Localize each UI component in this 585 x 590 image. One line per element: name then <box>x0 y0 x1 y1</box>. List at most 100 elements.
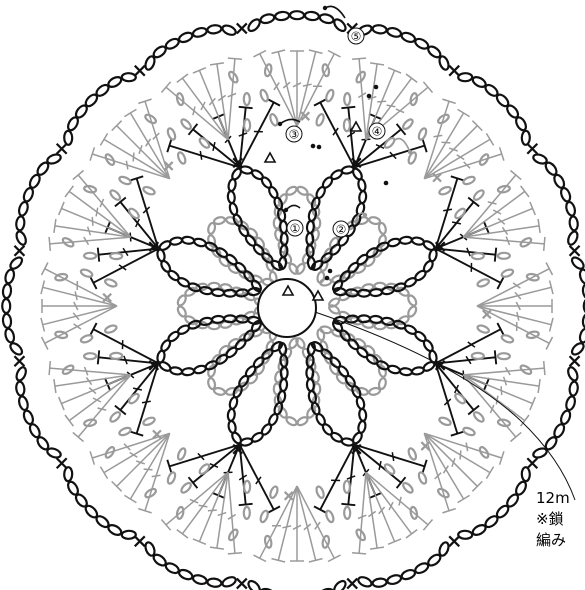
treble-cross <box>517 312 519 321</box>
treble-stem <box>436 363 458 433</box>
treble-top-bar <box>458 495 470 502</box>
arrow-head <box>408 150 412 154</box>
treble-cross <box>133 153 134 162</box>
treble-stem <box>297 54 334 126</box>
chain-stitch <box>472 253 484 259</box>
treble-top-bar <box>54 219 56 233</box>
treble-top-bar <box>538 219 540 233</box>
treble-top-bar <box>254 555 267 561</box>
chain-stitch <box>166 471 176 484</box>
single-crochet-x <box>570 356 580 366</box>
chain-stitch <box>472 353 484 359</box>
chain-stitch <box>229 202 239 215</box>
treble-cross <box>379 507 385 514</box>
chain-stitch <box>569 381 579 396</box>
chain-stitch <box>357 179 366 192</box>
chain-stitch <box>565 395 577 411</box>
chain-stitch <box>438 416 451 426</box>
chain-stitch <box>356 396 366 409</box>
chain-stitch <box>142 186 155 196</box>
treble-cross <box>303 84 312 86</box>
chain-stitch <box>458 73 472 81</box>
treble-top-bar <box>497 323 504 335</box>
chain-stitch <box>559 187 572 203</box>
treble-stem <box>354 445 424 467</box>
round-marker-5: ⑤ <box>351 30 362 44</box>
chain-stitch <box>118 426 131 436</box>
chain-stitch <box>522 467 530 481</box>
treble-stem <box>137 363 159 433</box>
arrow-head <box>363 213 367 217</box>
chain-stitch <box>227 191 235 204</box>
chain-stitch <box>176 305 187 318</box>
chain-stitch <box>344 481 350 493</box>
chain-stitch <box>372 578 387 588</box>
chain-stitch <box>305 11 320 20</box>
treble-cross <box>199 505 208 507</box>
chain-stitch <box>109 411 122 424</box>
chain-stitch <box>417 471 427 484</box>
treble-top-bar <box>486 133 493 145</box>
treble-cross <box>466 443 467 452</box>
chain-stitch <box>18 395 30 411</box>
chain-stitch <box>368 387 380 396</box>
chain-stitch <box>579 269 585 285</box>
treble-cross <box>379 461 381 470</box>
chain-stitch <box>228 179 237 192</box>
round-marker-4: ④ <box>372 125 383 139</box>
treble-top-bar <box>254 51 267 57</box>
treble-stem <box>260 54 297 126</box>
chain-stitch <box>280 221 288 233</box>
treble-cross <box>213 142 215 151</box>
note-line-1: 12m <box>536 489 570 507</box>
chain-stitch <box>438 186 451 196</box>
single-crochet-x <box>347 579 357 589</box>
single-crochet-x <box>14 246 24 256</box>
treble-top-bar <box>458 109 470 116</box>
chain-stitch <box>269 486 279 499</box>
chain-stitch <box>122 73 136 81</box>
chain-stitch <box>2 299 10 313</box>
chain-stitch <box>514 116 528 132</box>
chain-stitch <box>566 230 579 246</box>
treble-top-bar <box>341 107 355 108</box>
chain-stitch <box>221 575 237 588</box>
chain-stitch <box>244 93 250 105</box>
chain-stitch <box>246 579 261 590</box>
chain-stitch <box>110 353 122 359</box>
chain-stitch <box>559 409 572 425</box>
chain-stitch <box>144 541 156 557</box>
chain-stitch <box>402 118 415 131</box>
chain-stitch <box>178 568 194 581</box>
single-crochet-x <box>527 144 537 154</box>
treble-top-bar <box>546 263 552 276</box>
chain-stitch <box>280 379 288 391</box>
chain-stitch <box>472 411 485 424</box>
treble-cross <box>193 107 195 116</box>
treble-top-bar <box>544 361 545 375</box>
single-crochet-x <box>449 66 459 76</box>
treble-top-bar <box>370 63 384 65</box>
chain-stitch <box>290 11 304 19</box>
single-crochet-x <box>237 579 247 589</box>
treble-top-bar <box>98 248 99 262</box>
chain-stitch <box>199 286 212 295</box>
treble-top-bar <box>54 379 56 393</box>
slip-stitch-dot <box>311 144 316 149</box>
treble-cross <box>282 526 291 528</box>
chain-stitch <box>180 481 193 494</box>
chain-stitch <box>383 463 396 476</box>
single-crochet-x <box>237 23 247 33</box>
note-line-3: 編み <box>536 531 566 549</box>
round-marker-2: ② <box>336 223 347 237</box>
treble-top-bar <box>210 547 224 549</box>
chain-stitch <box>411 366 424 375</box>
chain-stitch <box>15 216 25 231</box>
chain-stitch <box>66 480 80 496</box>
treble-stem <box>463 375 525 421</box>
chain-stitch <box>438 55 450 71</box>
treble-top-bar <box>124 495 136 502</box>
chain-stitch <box>260 13 276 24</box>
chain-stitch <box>357 575 373 588</box>
